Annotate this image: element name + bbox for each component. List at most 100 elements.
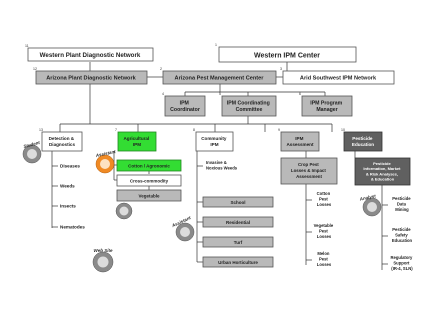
detection-diagnostics-line-1: Detection & [49,136,75,141]
western-ipm-center-box: Western IPM Center [218,46,357,63]
svg-text:Vegetable Pest Los: Vegetable Pest Losses [314,223,335,239]
pesticide-data-mining-line-1: Pesticide [392,196,411,201]
pesticide-safety-education-item: Pesticide Safety Education [392,227,413,243]
svg-text:Pesticide Information, M: Pesticide Information, Market & Risk Ana… [363,161,401,182]
svg-text:13: 13 [39,128,43,132]
community-ipm-line-2: IPM [210,142,218,147]
connector-lines [51,62,388,270]
svg-text:Community IPM: Community IPM [201,136,228,147]
svg-text:Melon Pest Losses: Melon Pest Losses [317,251,332,267]
cross-commodity-label: Cross-commodity [130,178,169,183]
crop-pest-losses-line-2: Losses & Impact [291,168,326,173]
residential-label: Residential [226,220,250,225]
arizona-plant-diagnostic-network-label: Arizona Plant Diagnostic Network [46,76,136,82]
insects-label: Insects [60,204,76,209]
svg-text:1: 1 [215,43,217,47]
svg-text:IPM Assessment: IPM Assessment [286,136,314,147]
residential-box: Residential [202,216,274,228]
pesticide-education-line-2: Education [352,142,374,147]
crop-pest-losses-line-3: Assessment [296,174,322,179]
ipm-coordinating-committee-box: IPM Coordinating Committee [221,95,277,117]
pesticide-information-line-1: Pesticide [373,161,391,166]
school-label: School [230,200,245,205]
pesticide-safety-education-line-3: Education [392,238,413,243]
pesticide-education-box: Pesticide Education [343,131,383,152]
ipm-program-manager-box: IPM Program Manager [301,95,353,117]
svg-text:5: 5 [219,92,221,96]
agricultural-ipm-line-2: IPM [133,142,141,147]
urban-horticulture-box: Urban Horticulture [202,256,274,268]
ipm-coordinator-box: IPM Coordinator [164,95,206,117]
analyst-label: Analyst [358,193,376,202]
svg-text:Pesticide Data Min: Pesticide Data Mining [392,196,412,212]
ipm-assessment-box: IPM Assessment [280,131,320,152]
cotton-pest-losses-line-2: Pest [319,197,328,202]
svg-text:Pesticide Education: Pesticide Education [352,136,374,147]
urban-horticulture-label: Urban Horticulture [218,260,258,265]
web-site-label: Web Site [94,248,113,253]
nematodes-item: Nematodes [60,225,85,230]
svg-text:IPM Coordinator: IPM Coordinator [170,101,200,114]
svg-text:Cotton Pest Losses: Cotton Pest Losses [317,191,332,207]
melon-pest-losses-line-1: Melon [317,251,330,256]
svg-text:7: 7 [115,128,117,132]
vegetable-pest-losses-item: Vegetable Pest Losses [314,223,335,239]
arizona-pest-management-center-box: Arizona Pest Management Center [162,70,277,85]
vegetable-pest-losses-line-3: Losses [317,234,332,239]
turf-label: Turf [234,240,243,245]
cross-commodity-box: Cross-commodity [116,174,182,187]
svg-text:10: 10 [341,128,345,132]
detection-diagnostics-box: Detection & Diagnostics [41,131,83,152]
ipm-program-manager-line-1: IPM Program [310,101,342,107]
pesticide-information-line-3: & Risk Analyses, [366,171,398,176]
pesticide-education-line-1: Pesticide [352,136,373,141]
invasive-noxious-weeds-line-1: Invasive & [206,160,227,165]
arid-southwest-ipm-network-label: Arid Southwest IPM Network [300,76,377,82]
insects-item: Insects [60,204,76,209]
school-box: School [202,196,274,208]
analyst-badge: Analyst [358,193,382,217]
pesticide-safety-education-line-2: Safety [395,233,408,238]
svg-text:8: 8 [193,128,195,132]
cotton-agronomic-box: Cotton / Agronomic [116,159,182,172]
invasive-noxious-weeds-line-2: Noxious Weeds [206,166,238,171]
pesticide-information-line-2: Information, Market [363,166,401,171]
vegetable-pest-losses-line-2: Pest [319,229,328,234]
western-plant-diagnostic-network-label: Western Plant Diagnostic Network [40,52,141,59]
ipm-coordinating-committee-line-1: IPM Coordinating [227,101,270,107]
arizona-plant-diagnostic-network-box: Arizona Plant Diagnostic Network [35,70,148,85]
weeds-item: Weeds [60,184,75,189]
svg-text:9: 9 [278,128,280,132]
ipm-program-manager-line-2: Manager [316,107,337,113]
pesticide-data-mining-line-3: Mining [395,207,409,212]
vegetable-label: Vegetable [138,193,160,198]
vegetable-box: Vegetable [116,189,182,202]
svg-text:11: 11 [25,44,29,48]
agricultural-ipm-line-1: Agricultural [123,136,149,141]
svg-text:Pesticide Safety E: Pesticide Safety Education [392,227,413,243]
svg-text:Regulatory Support: Regulatory Support (IR-4, SLN) [390,255,413,271]
melon-pest-losses-line-3: Losses [317,262,332,267]
cotton-agronomic-label: Cotton / Agronomic [128,163,170,168]
ipm-assessment-line-1: IPM [295,136,303,141]
box-number-markers: 1 11 12 2 3 4 5 6 13 7 8 9 10 [25,43,345,132]
pesticide-information-box: Pesticide Information, Market & Risk Ana… [354,157,411,186]
diseases-label: Diseases [60,164,80,169]
invasive-noxious-weeds-item: Invasive & Noxious Weeds [206,160,238,171]
pesticide-data-mining-item: Pesticide Data Mining [392,196,412,212]
pesticide-data-mining-line-2: Data [397,202,407,207]
cotton-pest-losses-line-1: Cotton [317,191,331,196]
assistant-label-agricultural: Assistant [94,149,116,158]
assistant-badge-agricultural: Assistant [94,149,117,174]
ipm-coordinator-line-1: IPM [180,101,189,107]
regulatory-support-item: Regulatory Support (IR-4, SLN) [390,255,413,271]
regulatory-support-line-1: Regulatory [390,255,413,260]
svg-text:Detection & Diagnostics: Detection & Diagnostics [49,136,76,147]
svg-text:12: 12 [33,67,37,71]
svg-text:IPM Coordinating Committ: IPM Coordinating Committee [227,101,271,114]
western-plant-diagnostic-network-box: Western Plant Diagnostic Network [27,47,154,62]
ipm-coordinating-committee-line-2: Committee [236,107,263,113]
turf-box: Turf [202,236,274,248]
arid-southwest-ipm-network-box: Arid Southwest IPM Network [282,70,395,85]
